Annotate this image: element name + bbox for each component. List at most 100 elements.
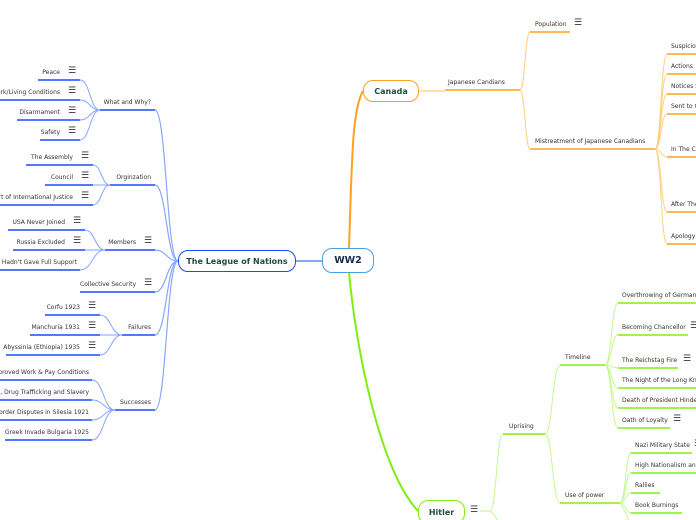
league-leaf-connector (79, 109, 101, 141)
hitler-connector (544, 433, 561, 504)
league-branch[interactable]: Successes (120, 399, 151, 406)
notes-menu-icon[interactable]: ☰ (683, 354, 692, 364)
league-leaf-connector (79, 79, 101, 111)
canada-leaf-connector (654, 148, 668, 245)
hitler-timeline-leaf[interactable]: Becoming Chancellor (622, 324, 686, 331)
hitler-connector (489, 433, 504, 512)
notes-menu-icon[interactable]: ☰ (68, 66, 77, 76)
league-leaf[interactable]: Greek Invade Bulgaria 1925 (4, 429, 89, 436)
canada-leaf-connector (654, 53, 668, 150)
notes-menu-icon[interactable]: ☰ (470, 505, 479, 515)
canada-leaf-connector (654, 73, 668, 150)
notes-menu-icon[interactable]: ☰ (81, 171, 90, 181)
league-branch[interactable]: What and Why? (103, 99, 151, 106)
canada-leaf[interactable]: Suspicion (671, 43, 696, 50)
root-to-canada-connector (348, 90, 364, 249)
canada-leaf-connector (654, 148, 668, 158)
hitler-power-leaf[interactable]: High Nationalism and (635, 462, 696, 469)
hitler-power-leaf[interactable]: Rallies (635, 482, 655, 489)
hitler-leaf-connector (619, 502, 632, 514)
hitler-uprising[interactable]: Uprising (509, 423, 534, 430)
topic-hitler[interactable]: Hitler (418, 500, 465, 520)
notes-menu-icon[interactable]: ☰ (88, 301, 97, 311)
league-leaf[interactable]: Border Disputes in Silesia 1921 (0, 409, 89, 416)
hitler-connector (544, 364, 561, 435)
league-branch-connector (154, 260, 179, 336)
hitler-leaf-connector (604, 334, 619, 366)
league-leaf-connector (99, 314, 123, 336)
league-branch[interactable]: Collective Security (80, 281, 136, 288)
canada-connector (519, 89, 531, 150)
hitler-leaf-connector (604, 302, 619, 366)
canada-population[interactable]: Population (535, 21, 567, 28)
notes-menu-icon[interactable]: ☰ (73, 236, 82, 246)
canada-leaf[interactable]: After The (671, 201, 696, 208)
notes-menu-icon[interactable]: ☰ (81, 191, 90, 201)
topic-canada[interactable]: Canada (363, 80, 419, 102)
topic-league-of-nations[interactable]: The League of Nations (178, 250, 296, 272)
league-leaf[interactable]: Corfu 1923 (46, 304, 80, 311)
notes-menu-icon[interactable]: ☰ (88, 321, 97, 331)
league-leaf[interactable]: Manchuria 1931 (31, 324, 80, 331)
league-leaf-connector (92, 164, 111, 186)
notes-menu-icon[interactable]: ☰ (144, 236, 153, 246)
league-branch[interactable]: Orginzation (116, 174, 151, 181)
notes-menu-icon[interactable]: ☰ (694, 440, 696, 449)
hitler-timeline-leaf[interactable]: The Reichstag Fire (622, 357, 678, 364)
league-leaf[interactable]: Russia Excluded (16, 239, 65, 246)
notes-menu-icon[interactable]: ☰ (68, 106, 77, 116)
notes-menu-icon[interactable]: ☰ (574, 18, 583, 28)
notes-menu-icon[interactable]: ☰ (81, 151, 90, 161)
league-leaf[interactable]: Safety (40, 129, 60, 136)
league-branch[interactable]: Failures (128, 324, 151, 331)
notes-menu-icon[interactable]: ☰ (73, 216, 82, 226)
league-leaf[interactable]: Court of International Justice (0, 194, 73, 201)
canada-leaf[interactable]: Notices S (671, 83, 696, 90)
hitler-timeline-leaf[interactable]: Overthrowing of German G (622, 292, 696, 299)
notes-menu-icon[interactable]: ☰ (68, 86, 77, 96)
hitler-connector (489, 510, 499, 520)
league-branch[interactable]: Members (108, 239, 136, 246)
league-leaf[interactable]: Abyssinia (Ethiopia) 1935 (3, 344, 80, 351)
canada-leaf[interactable]: In The Ca (671, 146, 696, 153)
hitler-timeline-leaf[interactable]: Oath of Loyalty (622, 417, 668, 424)
league-leaf[interactable]: USA Never Joined (12, 219, 65, 226)
league-leaf[interactable]: France Hadn't Gave Full Support (0, 259, 77, 266)
canada-mistreatment[interactable]: Mistreatment of Japanese Canadians (535, 138, 646, 145)
league-leaf[interactable]: The Assembly (31, 154, 73, 161)
hitler-timeline-leaf[interactable]: Death of President Hinden (622, 397, 696, 404)
hitler-timeline-leaf[interactable]: The Night of the Long Kniv (622, 377, 696, 384)
hitler-power-leaf[interactable]: Book Burnings (635, 502, 679, 509)
league-leaf[interactable]: Refugees, Drug Trafficking and Slavery (0, 389, 89, 396)
notes-menu-icon[interactable]: ☰ (88, 341, 97, 351)
canada-leaf[interactable]: Apology (671, 233, 696, 240)
league-branch-connector (154, 109, 179, 262)
league-leaf[interactable]: Improved Work & Pay Conditions (0, 369, 89, 376)
hitler-leaf-connector (604, 364, 619, 429)
league-leaf[interactable]: Work/Living Conditions (0, 89, 60, 96)
league-leaf-connector (91, 379, 116, 411)
league-branch-connector (154, 249, 179, 262)
league-leaf-connector (99, 334, 123, 356)
notes-menu-icon[interactable]: ☰ (68, 126, 77, 136)
hitler-power-leaf[interactable]: Nazi Military State (635, 442, 690, 449)
canada-leaf[interactable]: Actions (671, 63, 693, 70)
hitler-timeline[interactable]: Timeline (565, 354, 591, 361)
canada-leaf[interactable]: Sent to C (671, 103, 696, 110)
notes-menu-icon[interactable]: ☰ (673, 414, 682, 424)
league-leaf[interactable]: Peace (42, 69, 60, 76)
league-leaf[interactable]: Disarmament (19, 109, 60, 116)
league-leaf[interactable]: Council (50, 174, 73, 181)
notes-menu-icon[interactable]: ☰ (690, 321, 696, 331)
root-to-hitler-connector (348, 271, 419, 512)
hitler-leaf-connector (619, 452, 632, 504)
notes-menu-icon[interactable]: ☰ (144, 278, 153, 288)
canada-branch[interactable]: Japanese Candians (448, 79, 505, 86)
hitler-use-of-power[interactable]: Use of power (565, 492, 605, 499)
league-leaf-connector (84, 229, 106, 251)
central-topic-ww2[interactable]: WW2 (322, 248, 374, 273)
league-leaf-connector (79, 249, 106, 271)
league-leaf-connector (91, 399, 116, 411)
